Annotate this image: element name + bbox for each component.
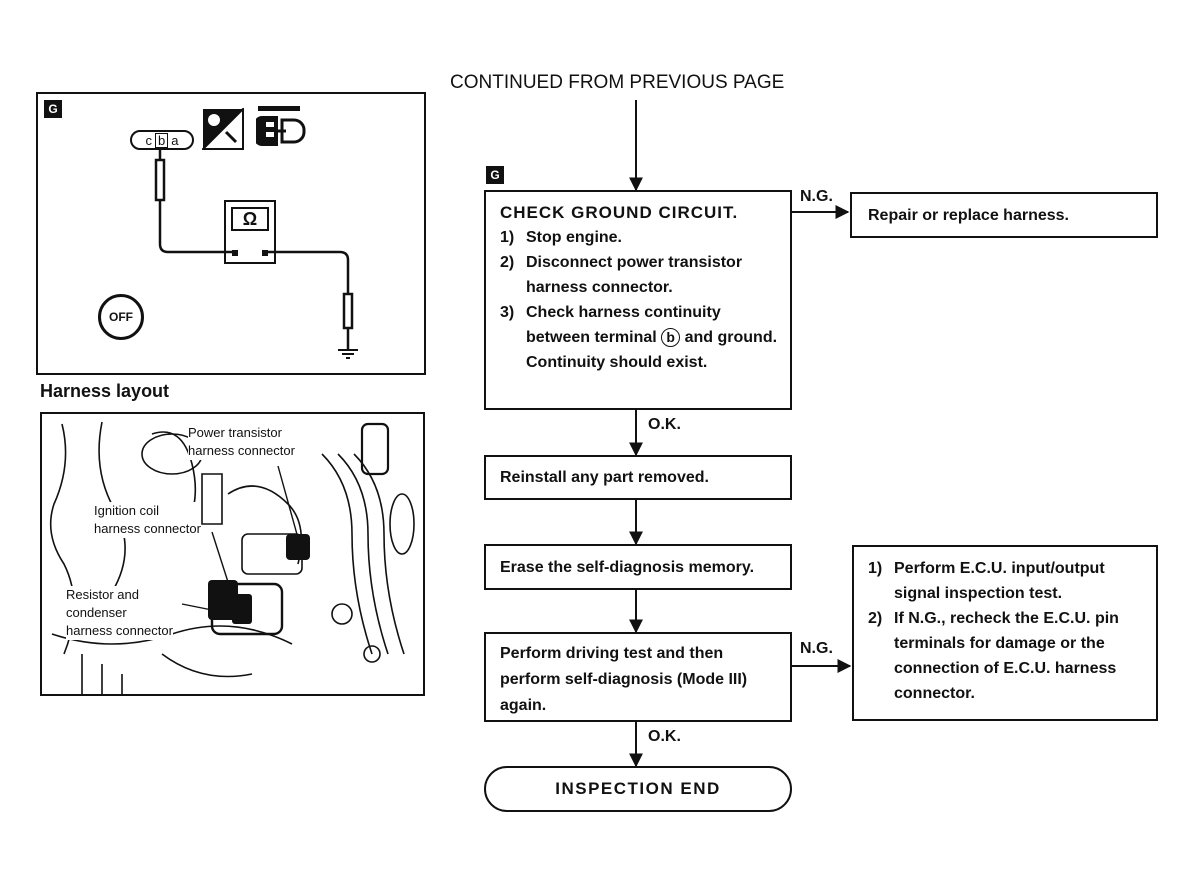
ecu-step-number: 1)	[868, 560, 883, 577]
connector-pin-b: b	[155, 132, 169, 148]
step-number: 2)	[500, 254, 515, 271]
resistor-condenser-label: Resistor and condenser harness connector	[66, 586, 173, 640]
ok-label-1: O.K.	[648, 416, 681, 433]
check-ground-steps: 1) Stop engine. 2) Disconnect power tran…	[500, 225, 778, 350]
driving-test-box: Perform driving test and then perform se…	[484, 632, 792, 722]
ecu-step: 2) If N.G., recheck the E.C.U. pin termi…	[868, 606, 1144, 706]
reinstall-box: Reinstall any part removed.	[484, 455, 792, 500]
resistor-label-line2: condenser	[66, 605, 127, 620]
ignition-coil-label-line2: harness connector	[94, 521, 201, 536]
power-transistor-label-line2: harness connector	[188, 443, 295, 458]
ok-label-2: O.K.	[648, 728, 681, 745]
circuit-diagram-panel: G c b a Ω OFF	[36, 92, 426, 375]
step-text: Disconnect power transistor harness conn…	[526, 254, 743, 296]
test-wiring	[154, 150, 358, 359]
connector-pin-c: c	[145, 132, 153, 148]
check-ground-title: CHECK GROUND CIRCUIT.	[500, 203, 739, 222]
ng-label-2: N.G.	[800, 640, 833, 657]
continuity-note: Continuity should exist.	[526, 354, 708, 371]
terminal-b-marker: b	[661, 328, 681, 347]
check-ground-step: 2) Disconnect power transistor harness c…	[500, 250, 778, 300]
ignition-coil-label: Ignition coil harness connector	[94, 502, 201, 538]
step-text-after: and ground.	[684, 329, 778, 346]
meter-probe-right	[262, 250, 268, 256]
step-text: Stop engine.	[526, 229, 622, 246]
resistor-label-line3: harness connector	[66, 623, 173, 638]
ng-label-1: N.G.	[800, 188, 833, 205]
ohm-display: Ω	[231, 207, 269, 231]
ecu-step: 1) Perform E.C.U. input/output signal in…	[868, 556, 1144, 606]
meter-probe-left	[232, 250, 238, 256]
connector-icon	[256, 106, 306, 146]
ohmmeter: Ω	[224, 200, 276, 264]
ignition-off-label: OFF	[109, 310, 133, 324]
continued-header: CONTINUED FROM PREVIOUS PAGE	[450, 72, 785, 93]
step-number: 3)	[500, 304, 515, 321]
check-ground-step: 1) Stop engine.	[500, 225, 778, 250]
flow-step-tag: G	[486, 166, 504, 184]
step-number: 1)	[500, 229, 515, 246]
engine-bay-illustration	[49, 421, 415, 694]
ecu-step-number: 2)	[868, 610, 883, 627]
check-ground-step: 3) Check harness continuity between term…	[500, 300, 778, 350]
circuit-step-tag: G	[44, 100, 62, 118]
connector-pin-a: a	[171, 132, 179, 148]
disconnect-icon	[202, 108, 244, 150]
ignition-coil-label-line1: Ignition coil	[94, 503, 160, 518]
ecu-step-text: Perform E.C.U. input/output signal inspe…	[894, 560, 1105, 602]
harness-layout-title: Harness layout	[40, 381, 170, 401]
power-transistor-label-line1: Power transistor	[188, 425, 282, 440]
ecu-inspection-box: 1) Perform E.C.U. input/output signal in…	[852, 545, 1158, 721]
power-transistor-label: Power transistor harness connector	[188, 424, 295, 460]
step-text-before: Check harness continuity between termina…	[526, 304, 721, 346]
harness-connector-pins: c b a	[130, 130, 194, 150]
erase-memory-box: Erase the self-diagnosis memory.	[484, 544, 792, 590]
ignition-key-icon: OFF	[98, 294, 144, 340]
ecu-step-text: If N.G., recheck the E.C.U. pin terminal…	[894, 610, 1119, 702]
check-ground-box: CHECK GROUND CIRCUIT. 1) Stop engine. 2)…	[484, 190, 792, 410]
inspection-end-terminal: INSPECTION END	[484, 766, 792, 812]
resistor-label-line1: Resistor and	[66, 587, 139, 602]
harness-layout-figure: Power transistor harness connector Ignit…	[40, 412, 425, 696]
ecu-steps: 1) Perform E.C.U. input/output signal in…	[868, 556, 1144, 706]
repair-harness-box: Repair or replace harness.	[850, 192, 1158, 238]
